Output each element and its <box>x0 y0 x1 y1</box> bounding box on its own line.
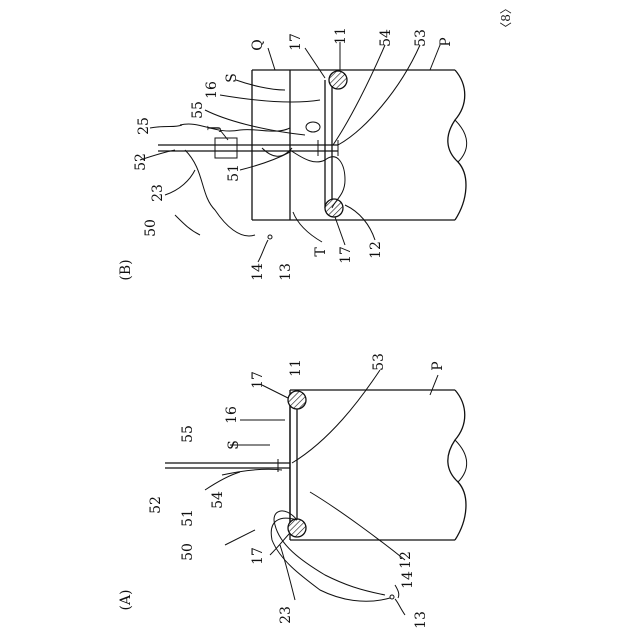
figure-a-container-p <box>290 390 467 540</box>
page-number: 〈8〉 <box>499 2 513 34</box>
label-a-51: 51 <box>180 509 196 527</box>
label-a-16: 16 <box>224 406 240 424</box>
label-b-50: 50 <box>143 219 159 237</box>
label-b-25: 25 <box>136 117 152 135</box>
label-a-13: 13 <box>413 611 429 629</box>
label-a-55: 55 <box>180 425 196 443</box>
label-b-13: 13 <box>278 263 294 281</box>
label-a-54: 54 <box>210 491 226 509</box>
figure-b-needle <box>158 138 338 158</box>
label-b-51: 51 <box>226 164 242 182</box>
label-a-14: 14 <box>400 571 416 589</box>
label-b-17a: 17 <box>288 33 304 51</box>
label-a-S: S <box>226 440 242 450</box>
label-a-53: 53 <box>371 353 387 371</box>
figure-b-lid-film <box>325 71 347 217</box>
label-b-55: 55 <box>190 101 206 119</box>
figure-b: (B) <box>118 27 467 281</box>
figure-b-caption: (B) <box>118 259 134 280</box>
label-b-16: 16 <box>204 81 220 99</box>
label-b-T: T <box>313 247 329 257</box>
label-a-17a: 17 <box>250 371 266 389</box>
label-b-54: 54 <box>378 29 394 47</box>
figure-a-caption: (A) <box>118 589 134 610</box>
label-b-11: 11 <box>333 27 349 45</box>
label-a-12: 12 <box>398 551 414 569</box>
label-b-17b: 17 <box>338 246 354 264</box>
label-b-Q: Q <box>250 39 266 50</box>
label-b-J: J <box>206 125 222 133</box>
label-b-12: 12 <box>368 241 384 259</box>
label-b-P: P <box>438 37 454 46</box>
figure-b-labels: Q 17 11 54 53 P S 16 25 55 J 52 51 23 50… <box>133 27 454 281</box>
label-a-50: 50 <box>180 543 196 561</box>
figure-a-needle <box>165 459 290 472</box>
label-b-23: 23 <box>150 184 166 202</box>
label-b-53: 53 <box>413 29 429 47</box>
label-a-52: 52 <box>148 496 164 514</box>
label-b-52: 52 <box>133 153 149 171</box>
label-b-14: 14 <box>250 263 266 281</box>
figure-a-lid-film <box>288 391 306 537</box>
label-b-S: S <box>224 73 240 83</box>
label-a-11: 11 <box>288 359 304 377</box>
figure-b-cord-23 <box>185 150 255 236</box>
figure-a: (A) <box>118 353 467 629</box>
label-a-23: 23 <box>278 606 294 624</box>
label-a-17b: 17 <box>250 547 266 565</box>
label-a-P: P <box>430 361 446 370</box>
